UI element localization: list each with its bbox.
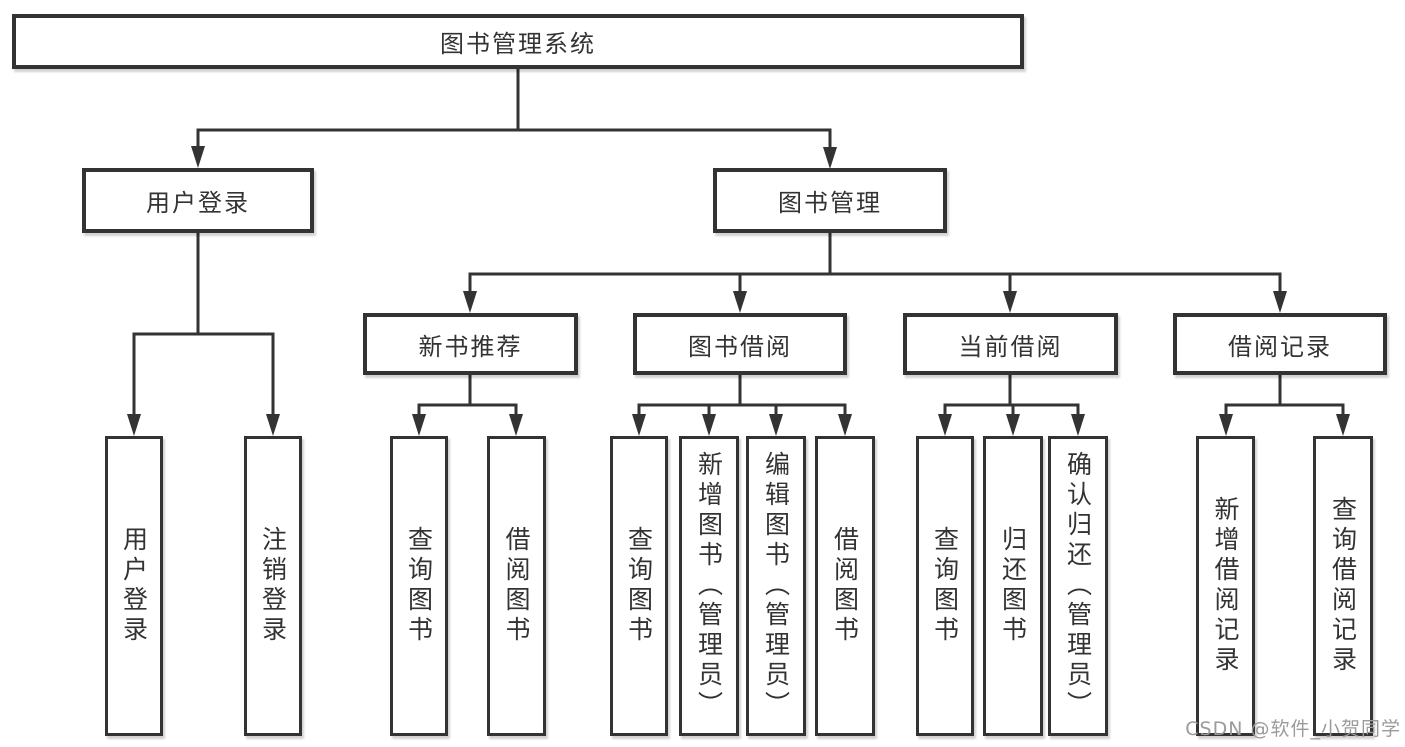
leaf-logout-label: 注销登录 bbox=[258, 526, 288, 646]
leaf-query-books-2-label: 查询图书 bbox=[624, 526, 654, 646]
node-book-management-label: 图书管理 bbox=[778, 189, 882, 217]
leaf-user-login: 用户登录 bbox=[105, 436, 163, 736]
connector-current-to-leaves bbox=[943, 373, 1080, 418]
arrow-down-icon bbox=[191, 146, 205, 168]
connector-records-to-leaves bbox=[1224, 373, 1345, 418]
node-book-borrowing-label: 图书借阅 bbox=[688, 332, 792, 361]
arrow-down-icon bbox=[1273, 291, 1287, 313]
arrow-down-icon bbox=[127, 414, 141, 436]
arrow-down-icon bbox=[838, 414, 852, 436]
arrow-down-icon bbox=[733, 291, 747, 313]
arrow-down-icon bbox=[823, 147, 837, 169]
arrow-down-icon bbox=[769, 414, 783, 436]
arrow-down-icon bbox=[702, 414, 716, 436]
leaf-add-borrow-record-label: 新增借阅记录 bbox=[1211, 496, 1240, 676]
node-user-login-group: 用户登录 bbox=[82, 168, 314, 233]
arrow-down-icon bbox=[1006, 414, 1020, 436]
arrow-down-icon bbox=[938, 414, 952, 436]
connector-userlogin-to-leaves bbox=[132, 231, 275, 418]
node-borrowing-records: 借阅记录 bbox=[1173, 313, 1387, 375]
arrow-down-icon bbox=[1336, 414, 1350, 436]
leaf-query-borrow-record-label: 查询借阅记录 bbox=[1328, 496, 1358, 676]
leaf-edit-books-admin: 编辑图书（管理员） bbox=[746, 436, 806, 736]
leaf-return-books: 归还图书 bbox=[983, 436, 1043, 736]
node-current-borrowing: 当前借阅 bbox=[903, 313, 1118, 375]
leaf-borrow-books-2-label: 借阅图书 bbox=[830, 526, 860, 646]
node-root-label: 图书管理系统 bbox=[440, 30, 596, 58]
node-new-book-recommend: 新书推荐 bbox=[363, 313, 578, 375]
leaf-user-login-label: 用户登录 bbox=[119, 526, 149, 646]
node-book-borrowing: 图书借阅 bbox=[633, 313, 847, 375]
leaf-query-books-1-label: 查询图书 bbox=[404, 526, 434, 646]
node-current-borrowing-label: 当前借阅 bbox=[958, 332, 1063, 361]
node-book-management: 图书管理 bbox=[713, 168, 947, 233]
arrow-down-icon bbox=[1071, 414, 1085, 436]
leaf-query-books-3-label: 查询图书 bbox=[930, 526, 960, 646]
arrow-down-icon bbox=[1219, 414, 1233, 436]
leaf-confirm-return-admin: 确认归还（管理员） bbox=[1048, 436, 1108, 736]
leaf-query-books-1: 查询图书 bbox=[390, 436, 448, 736]
arrowheads bbox=[127, 146, 1350, 436]
leaf-add-borrow-record: 新增借阅记录 bbox=[1196, 436, 1255, 736]
leaf-query-books-3: 查询图书 bbox=[916, 436, 974, 736]
leaf-borrow-books-2: 借阅图书 bbox=[815, 436, 875, 736]
leaf-add-books-admin-label: 新增图书（管理员） bbox=[694, 451, 724, 721]
leaf-borrow-books-1: 借阅图书 bbox=[487, 436, 546, 736]
connector-borrow-to-leaves bbox=[637, 373, 847, 418]
connector-root-to-level2 bbox=[196, 66, 832, 151]
arrow-down-icon bbox=[632, 414, 646, 436]
leaf-logout: 注销登录 bbox=[244, 436, 302, 736]
leaf-query-borrow-record: 查询借阅记录 bbox=[1313, 436, 1373, 736]
leaf-add-books-admin: 新增图书（管理员） bbox=[679, 436, 739, 736]
connector-newbook-to-leaves bbox=[417, 373, 518, 418]
leaf-borrow-books-1-label: 借阅图书 bbox=[502, 526, 531, 646]
node-new-book-recommend-label: 新书推荐 bbox=[418, 332, 523, 361]
arrow-down-icon bbox=[509, 414, 523, 436]
leaf-return-books-label: 归还图书 bbox=[998, 526, 1028, 646]
connector-bookmgmt-to-level3 bbox=[468, 231, 1282, 295]
node-user-login-group-label: 用户登录 bbox=[146, 189, 250, 217]
arrow-down-icon bbox=[1003, 291, 1017, 313]
node-borrowing-records-label: 借阅记录 bbox=[1228, 332, 1332, 361]
node-root: 图书管理系统 bbox=[12, 14, 1024, 69]
arrow-down-icon bbox=[412, 414, 426, 436]
watermark: CSDN @软件_小贺同学 bbox=[1185, 718, 1401, 740]
arrow-down-icon bbox=[463, 291, 477, 313]
arrow-down-icon bbox=[266, 414, 280, 436]
leaf-query-books-2: 查询图书 bbox=[610, 436, 668, 736]
leaf-confirm-return-admin-label: 确认归还（管理员） bbox=[1063, 451, 1093, 721]
leaf-edit-books-admin-label: 编辑图书（管理员） bbox=[761, 451, 791, 721]
